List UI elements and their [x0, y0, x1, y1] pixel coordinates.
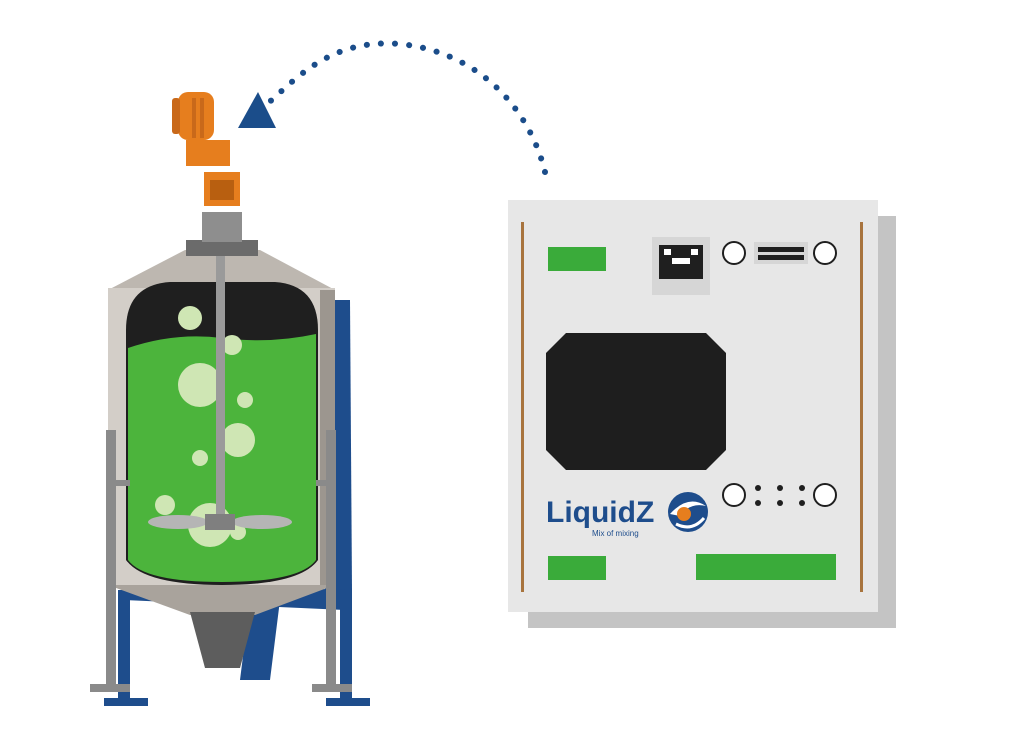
brand-tagline: Mix of mixing — [592, 529, 639, 538]
tank-legs — [90, 430, 352, 692]
left-trace — [521, 222, 524, 592]
agitator-motor — [172, 92, 240, 206]
status-led-bottom-left — [548, 556, 606, 580]
controller-unit: LiquidZ Mix of mixing — [508, 200, 896, 628]
mixing-tank — [90, 92, 370, 706]
display-screen — [546, 333, 726, 470]
dotted-arrow-path — [263, 40, 548, 175]
top-connector — [722, 241, 837, 265]
brand-logo: LiquidZ Mix of mixing — [546, 492, 708, 538]
tank-drain — [190, 612, 255, 668]
right-trace — [860, 222, 863, 592]
brand-logo-text: LiquidZ — [546, 496, 654, 529]
signal-arrow — [238, 40, 548, 175]
bottom-connector — [722, 483, 837, 507]
status-bar-bottom-right — [696, 554, 836, 580]
swirl-logo-icon — [668, 492, 708, 532]
ethernet-port-icon — [652, 237, 710, 295]
tank-top-flange — [186, 212, 258, 256]
liquid-bubbles — [155, 306, 255, 547]
agitator — [148, 240, 292, 530]
arrow-head-icon — [238, 92, 276, 128]
status-led-top-left — [548, 247, 606, 271]
